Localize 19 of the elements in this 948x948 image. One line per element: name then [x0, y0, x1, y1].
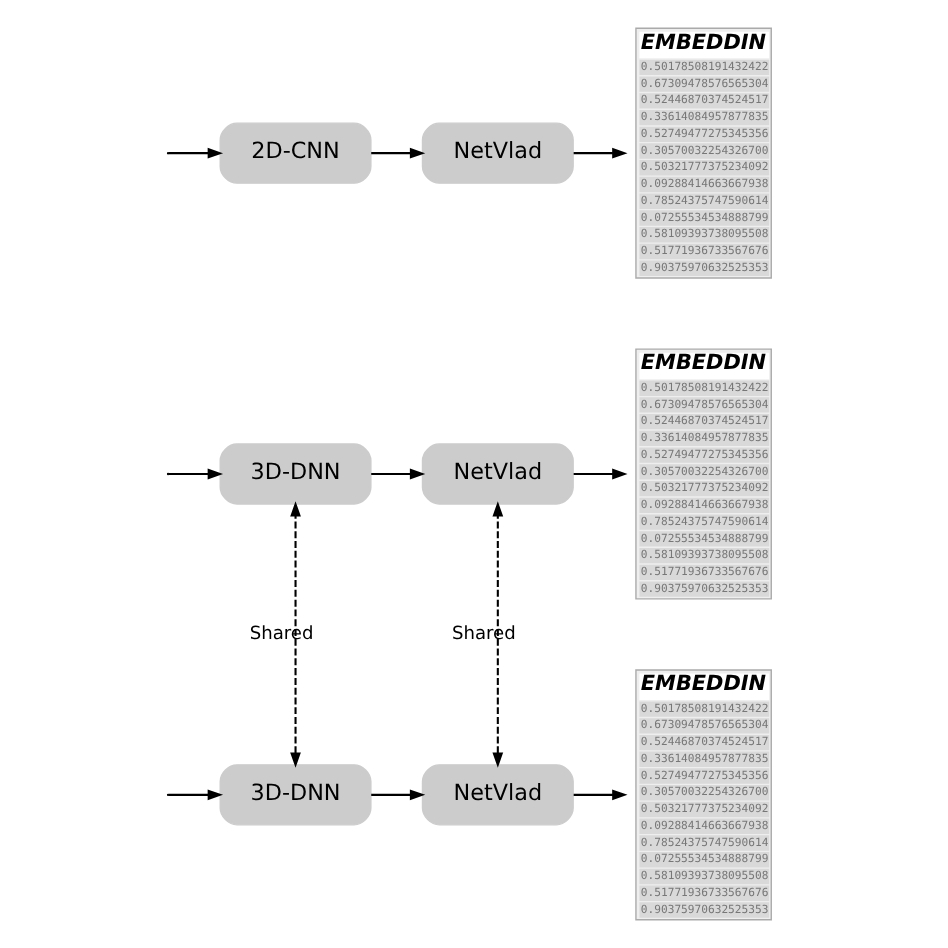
node-box: NetVlad: [420, 122, 573, 184]
arrow: [370, 789, 425, 801]
node-box: NetVlad: [420, 443, 573, 505]
arrow: [167, 147, 222, 159]
arrow: [167, 468, 222, 480]
arrow: [167, 789, 222, 801]
arrow: [370, 468, 425, 480]
arrow: [491, 501, 503, 768]
arrow: [289, 501, 300, 768]
node-box: NetVlad: [420, 764, 573, 826]
arrow: [572, 468, 627, 480]
node-box: 3D-DNN: [218, 764, 371, 826]
arrow: [370, 147, 425, 159]
edge-label: Shared: [451, 625, 515, 646]
node-box: 3D-DNN: [218, 443, 371, 505]
node-box: 2D-CNN: [218, 122, 371, 184]
arrow: [572, 147, 627, 159]
arrow: [572, 789, 627, 801]
edge-label: Shared: [248, 625, 313, 646]
